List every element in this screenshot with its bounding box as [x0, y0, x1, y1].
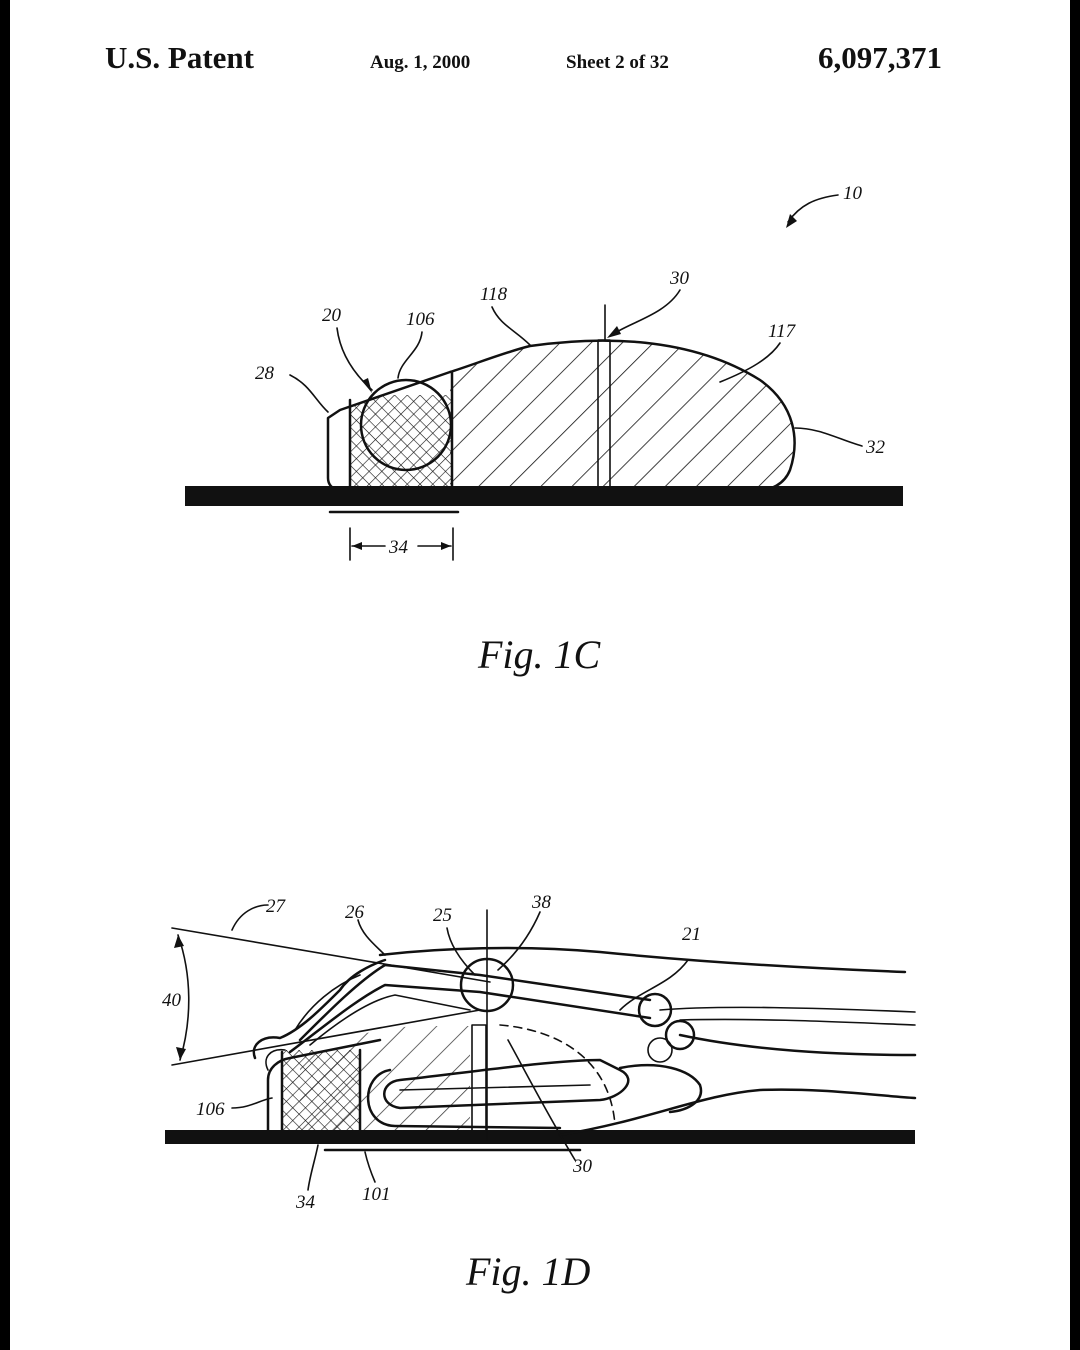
ref-117: 117: [768, 321, 797, 342]
patent-date: Aug. 1, 2000: [370, 52, 471, 73]
patent-header-title: U.S. Patent: [105, 40, 254, 75]
ref-21: 21: [682, 924, 701, 945]
ref-27: 27: [266, 896, 287, 917]
figure-1c-drawing: 10 30 118 20 106 117 28 32 34: [185, 183, 903, 561]
ref-26: 26: [345, 902, 365, 923]
ref-34: 34: [295, 1192, 316, 1213]
ref-32: 32: [865, 437, 886, 458]
patent-sheet: U.S. Patent Aug. 1, 2000 Sheet 2 of 32 6…: [10, 0, 1070, 1350]
ref-28: 28: [255, 363, 275, 384]
figure-1d-drawing: 27 26 25 38 21 40 106 30 34 101: [162, 892, 917, 1213]
ref-40: 40: [162, 990, 182, 1011]
ref-101: 101: [362, 1184, 391, 1205]
patent-number: 6,097,371: [818, 40, 942, 75]
figure-1c-caption: Fig. 1C: [477, 632, 602, 677]
ref-106: 106: [196, 1099, 225, 1120]
ref-118: 118: [480, 284, 508, 305]
ref-34: 34: [388, 537, 409, 558]
ref-106: 106: [406, 309, 435, 330]
ref-30: 30: [669, 268, 690, 289]
sheet-number: Sheet 2 of 32: [566, 52, 669, 73]
figure-1d-caption: Fig. 1D: [465, 1249, 591, 1294]
ref-20: 20: [322, 305, 342, 326]
ref-38: 38: [531, 892, 552, 913]
ref-30: 30: [572, 1156, 593, 1177]
ref-10: 10: [843, 183, 863, 204]
ref-25: 25: [433, 905, 452, 926]
